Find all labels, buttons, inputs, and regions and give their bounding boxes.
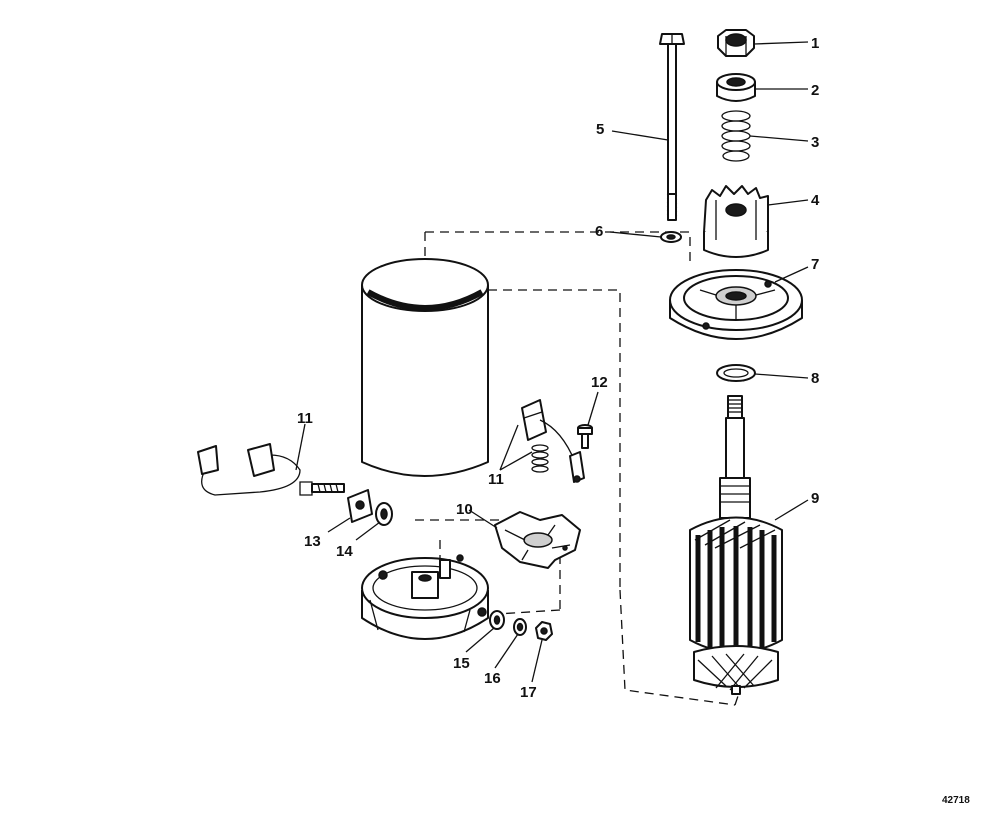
part-spacer [716, 73, 756, 102]
part-drive-end-cap [669, 269, 803, 340]
callout-1: 1 [811, 35, 819, 52]
part-lock-washer [513, 618, 527, 636]
callout-12: 12 [591, 374, 608, 391]
figure-id: 42718 [942, 795, 970, 806]
part-insulator [347, 489, 373, 523]
callout-5: 5 [596, 121, 604, 138]
callout-10: 10 [456, 501, 473, 518]
part-through-bolt [659, 33, 685, 221]
callout-3: 3 [811, 134, 819, 151]
callout-4: 4 [811, 192, 820, 209]
callout-16: 16 [484, 670, 501, 687]
callout-9: 9 [811, 490, 819, 507]
part-washer-flat [489, 610, 505, 630]
callout-8: 8 [811, 370, 819, 387]
part-nut [717, 29, 755, 57]
callout-13: 13 [304, 533, 321, 550]
part-washer-small [660, 231, 682, 243]
part-thrust-washer [716, 364, 756, 382]
callout-labels: 1 2 3 4 5 6 7 8 9 10 11 11 12 13 14 15 1… [297, 35, 820, 701]
part-drive-pinion [703, 185, 769, 258]
part-frame-housing [361, 258, 489, 477]
callout-17: 17 [520, 684, 537, 701]
callout-15: 15 [453, 655, 470, 672]
part-brush-and-spring [521, 399, 585, 483]
callout-14: 14 [336, 543, 353, 560]
part-spring [721, 110, 751, 162]
part-brush-lead-set [197, 443, 345, 496]
part-terminal-nut [535, 621, 553, 641]
callout-11-right: 11 [488, 471, 504, 488]
part-brush-holder [494, 511, 581, 569]
callout-2: 2 [811, 82, 819, 99]
part-armature [689, 395, 783, 695]
callout-11-left: 11 [297, 410, 313, 427]
callout-7: 7 [811, 256, 819, 273]
callout-6: 6 [595, 223, 603, 240]
part-commutator-end-cap [361, 554, 489, 640]
part-washer [375, 502, 393, 526]
leader-lines [295, 41, 809, 683]
part-screw [577, 424, 593, 449]
